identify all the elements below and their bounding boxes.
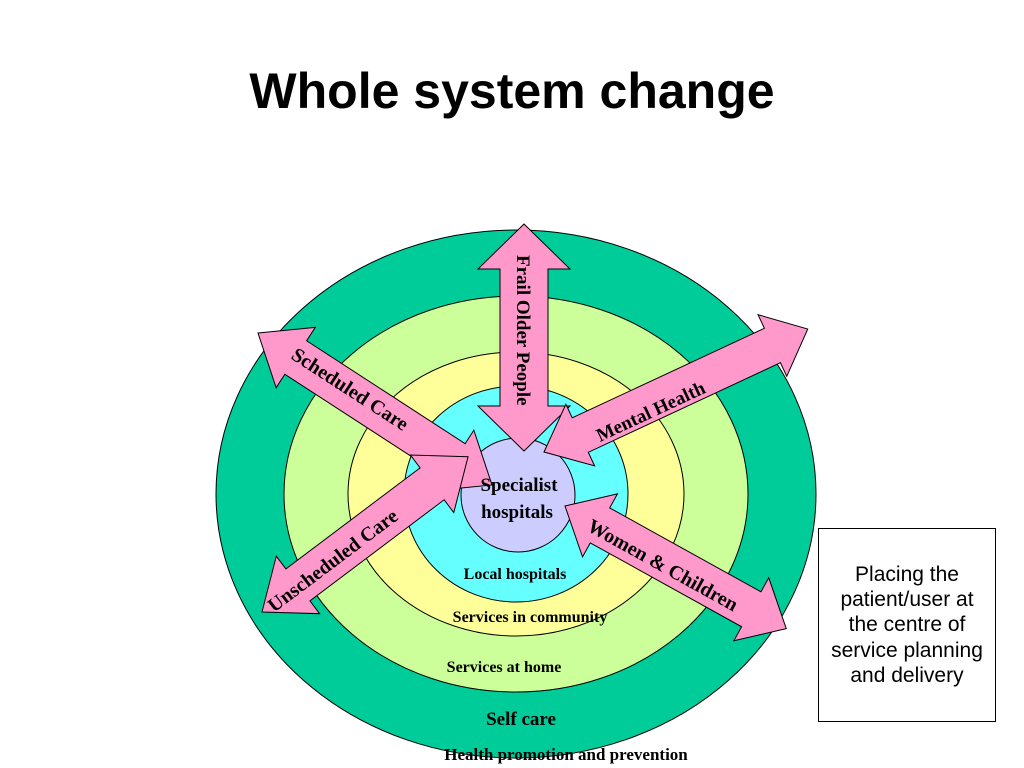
label-specialist-line2: hospitals xyxy=(481,502,553,523)
page-title: Whole system change xyxy=(249,63,775,119)
callout-box: Placing the patient/user at the centre o… xyxy=(818,528,996,722)
label-specialist-line1: Specialist xyxy=(480,475,558,496)
label-self-care: Self care xyxy=(486,709,556,730)
label-services-at-home: Services at home xyxy=(447,659,562,676)
arrow-label-frail-older-people: Frail Older People xyxy=(512,255,533,406)
label-health-promotion: Health promotion and prevention xyxy=(444,745,688,764)
label-services-in-community: Services in community xyxy=(453,609,608,626)
callout-text: Placing the patient/user at the centre o… xyxy=(831,563,983,687)
arrow-frail-older-people: Frail Older People xyxy=(476,223,572,452)
label-local-hospitals: Local hospitals xyxy=(464,566,567,583)
